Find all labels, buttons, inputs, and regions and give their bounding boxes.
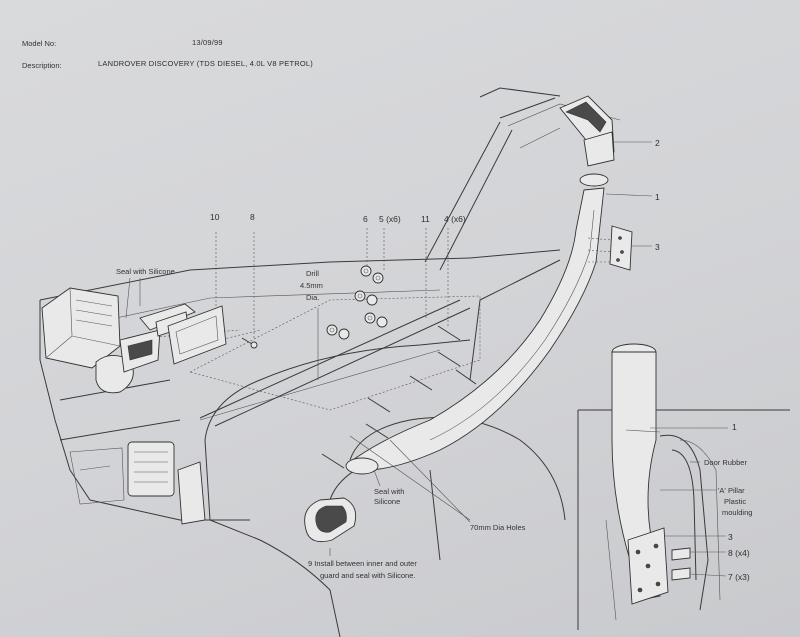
inset-pillar-line1: 'A' Pillar — [718, 486, 745, 495]
callout-8: 8 — [250, 212, 255, 222]
inset-callout-7: 7 (x3) — [728, 572, 750, 582]
callout-6: 6 — [363, 214, 368, 224]
note-drill-line1: Drill — [306, 269, 319, 278]
part-8-screw — [241, 337, 258, 349]
headlamp-icon — [127, 441, 175, 497]
air-box-inlet — [139, 303, 196, 337]
callout-11: 11 — [421, 214, 430, 224]
inset-callout-8: 8 (x4) — [728, 548, 750, 558]
snorkel-ram-head — [559, 95, 615, 167]
callout-4: 4 (x6) — [444, 214, 466, 224]
nuts-and-washers — [326, 265, 388, 340]
note-seal-silicone-bottom-2: Silicone — [374, 497, 400, 506]
callout-1: 1 — [655, 192, 660, 202]
air-cleaner-box — [41, 287, 161, 394]
description-text: LANDROVER DISCOVERY (TDS DIESEL, 4.0L V8… — [98, 59, 313, 68]
model-number-label: Model No: — [22, 39, 56, 48]
note-drill-line3: Dia. — [306, 293, 319, 302]
description-label: Description: — [22, 61, 62, 70]
note-drill-line2: 4.5mm — [300, 281, 323, 290]
part-9-mesh-guard — [304, 497, 357, 543]
note-70mm-holes: 70mm Dia Holes — [470, 523, 526, 532]
callout-2: 2 — [655, 138, 660, 148]
inset-callout-1: 1 — [732, 422, 737, 432]
inset-pillar-line3: moulding — [722, 508, 752, 517]
inset-door-rubber: Door Rubber — [704, 458, 747, 467]
callout-3: 3 — [655, 242, 660, 252]
note-seal-silicone-bottom-1: Seal with — [374, 487, 404, 496]
part-3-bracket — [587, 225, 633, 271]
vehicle-body-outline — [39, 249, 566, 637]
note-seal-silicone-top: Seal with Silicone — [116, 267, 175, 276]
snorkel-body — [345, 173, 609, 475]
part-10-gasket-plate — [167, 305, 227, 365]
studs-part-4 — [321, 325, 477, 469]
drawing-date: 13/09/99 — [192, 38, 223, 47]
note-install-line2: guard and seal with Silicone. — [320, 571, 415, 580]
inset-callout-3: 3 — [728, 532, 733, 542]
callout-10: 10 — [210, 212, 220, 222]
callout-leaders — [125, 141, 653, 556]
inset-pillar-line2: Plastic — [724, 497, 746, 506]
inset-detail — [577, 343, 790, 630]
callout-5: 5 (x6) — [379, 214, 401, 224]
note-install-line1: 9 Install between inner and outer — [308, 559, 417, 568]
windscreen-outline — [424, 87, 621, 271]
